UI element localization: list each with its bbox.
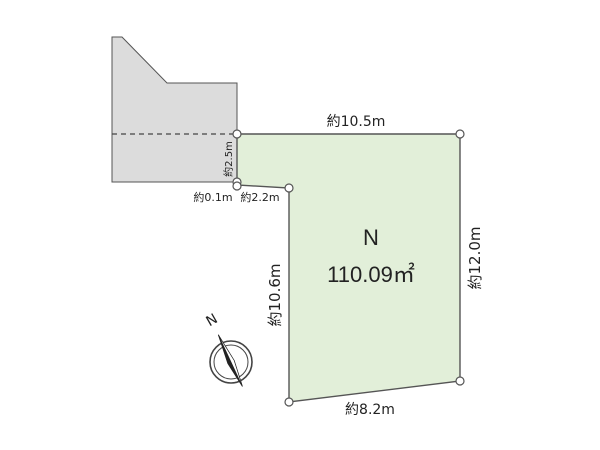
- dimension-right: 約12.0m: [466, 226, 484, 289]
- neighbor-building: [111, 36, 238, 183]
- corner-marker: [455, 129, 465, 139]
- dimension-top: 約10.5m: [327, 114, 386, 130]
- dimension-small-vertical: 約2.5m: [222, 141, 235, 177]
- corner-marker: [284, 397, 294, 407]
- compass: [209, 334, 253, 387]
- dimension-small-horizontal-2: 約2.2m: [240, 190, 279, 204]
- compass-label: N: [203, 311, 220, 330]
- corner-markers: [232, 129, 465, 407]
- dimension-small-horizontal-1: 約0.1m: [193, 190, 232, 204]
- corner-marker: [455, 376, 465, 386]
- lot-name: N: [363, 225, 379, 250]
- dimension-bottom: 約8.2m: [345, 402, 395, 418]
- compass-needle-highlight: [218, 334, 243, 387]
- corner-marker: [232, 129, 242, 139]
- corner-marker: [284, 183, 294, 193]
- dimension-left: 約10.6m: [266, 263, 284, 326]
- lot-area: 110.09㎡: [327, 262, 415, 287]
- corner-marker: [232, 181, 242, 191]
- compass-inner-ring: [213, 344, 249, 380]
